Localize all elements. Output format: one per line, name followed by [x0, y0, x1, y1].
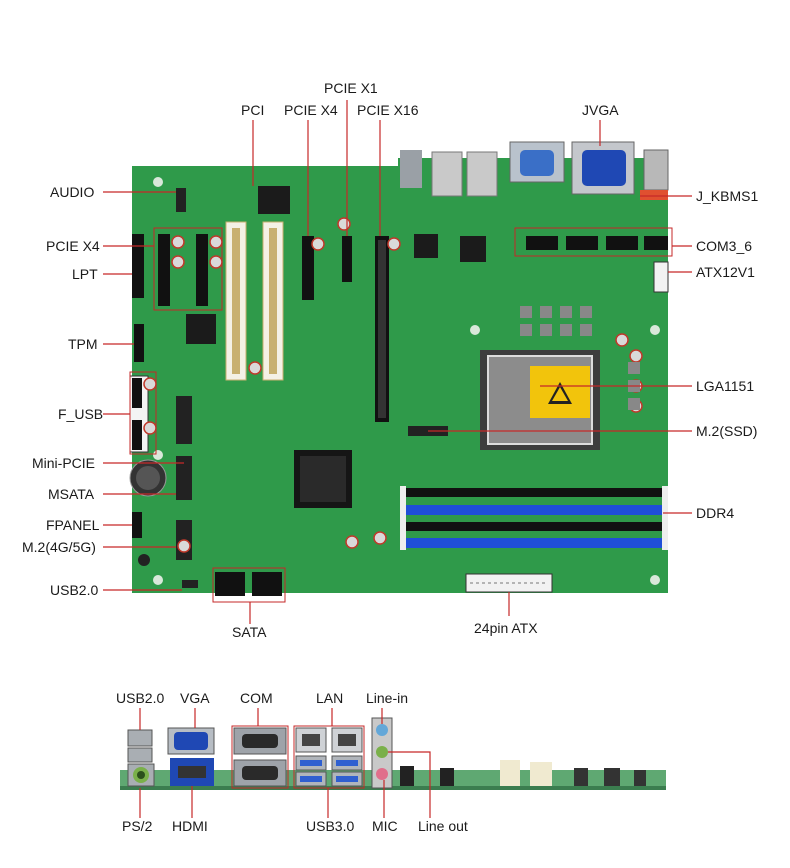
- label-atx12v1: ATX12V1: [696, 264, 755, 280]
- label-com3-6: COM3_6: [696, 238, 753, 254]
- label-ddr4: DDR4: [696, 505, 735, 521]
- label-io-usb20: USB2.0: [116, 690, 165, 706]
- label-io-hdmi: HDMI: [172, 818, 208, 834]
- label-mini-pcie: Mini-PCIE: [32, 455, 96, 471]
- cpu-socket: [480, 350, 600, 450]
- label-jvga: JVGA: [582, 102, 619, 118]
- label-io-vga: VGA: [180, 690, 210, 706]
- atx12v-connector: [653, 261, 669, 293]
- io-callout-boxes: [231, 725, 365, 789]
- label-io-com: COM: [240, 690, 273, 706]
- pcie-left-slots: [158, 234, 208, 306]
- ddr4-slots: [400, 486, 668, 550]
- callout-boxes: [129, 227, 673, 603]
- label-lpt: LPT: [72, 266, 98, 282]
- label-lga1151: LGA1151: [696, 378, 755, 394]
- callout-lines: [103, 100, 692, 624]
- label-atx24: 24pin ATX: [474, 620, 538, 636]
- label-sata: SATA: [232, 624, 267, 640]
- pci-slots: [225, 221, 284, 381]
- pcie-top-slots: [302, 236, 389, 422]
- label-io-line-out: Line out: [418, 818, 468, 834]
- board-chips: [186, 186, 486, 508]
- left-headers: [129, 188, 198, 588]
- label-io-mic: MIC: [372, 818, 398, 834]
- label-pcie-x1: PCIE X1: [324, 80, 378, 96]
- board-rear-io: [400, 141, 669, 200]
- atx24-connector: [465, 573, 553, 593]
- label-pci: PCI: [241, 102, 265, 118]
- label-io-lan: LAN: [316, 690, 344, 706]
- label-audio: AUDIO: [50, 184, 95, 200]
- label-io-usb30: USB3.0: [306, 818, 355, 834]
- label-pcie-x4-top: PCIE X4: [284, 102, 338, 118]
- label-tpm: TPM: [68, 336, 98, 352]
- label-io-line-in: Line-in: [366, 690, 409, 706]
- label-j-kbms1: J_KBMS1: [696, 188, 759, 204]
- com-headers: [526, 236, 668, 250]
- label-m2-ssd: M.2(SSD): [696, 423, 758, 439]
- label-usb20: USB2.0: [50, 582, 99, 598]
- label-f-usb: F_USB: [58, 406, 104, 422]
- label-fpanel: FPANEL: [46, 517, 100, 533]
- io-panel: [120, 717, 666, 790]
- label-msata: MSATA: [48, 486, 95, 502]
- label-pcie-x16: PCIE X16: [357, 102, 419, 118]
- sata-connectors: [215, 572, 282, 596]
- label-pcie-x4-left: PCIE X4: [46, 238, 100, 254]
- label-m2-4g5g: M.2(4G/5G): [22, 539, 96, 555]
- label-io-ps2: PS/2: [122, 818, 153, 834]
- io-callout-lines: [139, 708, 431, 818]
